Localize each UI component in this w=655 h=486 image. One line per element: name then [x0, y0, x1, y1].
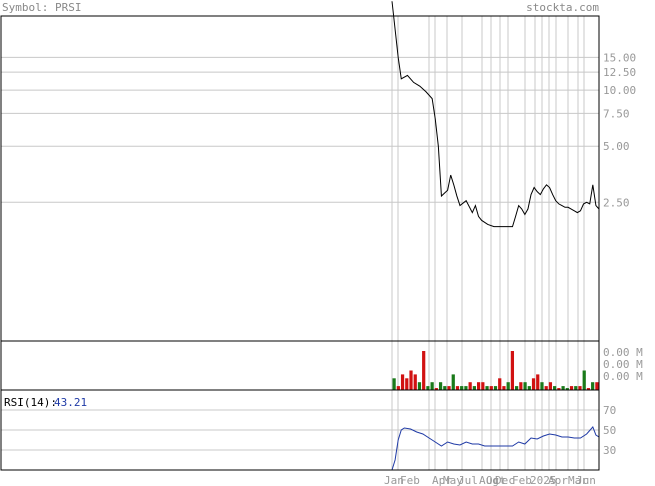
volume-bar — [464, 386, 468, 390]
volume-bar — [586, 388, 591, 390]
volume-bar — [506, 382, 510, 390]
rsi-tick-label: 30 — [603, 444, 616, 457]
volume-bar — [434, 388, 438, 390]
volume-bar — [447, 386, 451, 390]
volume-bar — [476, 382, 481, 390]
price-tick-label: 7.50 — [603, 107, 630, 120]
volume-bar — [413, 374, 417, 390]
x-tick-label: Jul — [458, 474, 478, 486]
volume-bar — [405, 378, 409, 390]
volume-panel: 0.00 M0.00 M0.00 M — [392, 346, 643, 390]
rsi-line — [391, 426, 600, 471]
volume-bar — [485, 386, 489, 390]
rsi-tick-label: 70 — [603, 404, 616, 417]
volume-bar — [531, 378, 536, 390]
x-tick-label: Feb — [512, 474, 532, 486]
rsi-tick-label: 50 — [603, 424, 616, 437]
rsi-frame — [0, 389, 600, 471]
volume-bar — [409, 370, 413, 390]
volume-bar — [519, 382, 523, 390]
volume-bar — [515, 386, 519, 390]
symbol-label: Symbol: PRSI — [2, 1, 81, 14]
price-tick-label: 12.50 — [603, 66, 636, 79]
x-tick-label: 2025 — [530, 474, 557, 486]
volume-bar — [493, 386, 498, 390]
volume-bar — [578, 386, 582, 390]
volume-bar — [498, 378, 502, 390]
x-tick-label: Apr — [548, 474, 568, 486]
price-frame — [0, 15, 600, 342]
volume-bar — [392, 378, 396, 390]
volume-bar — [595, 382, 599, 390]
x-tick-label: Jan — [384, 474, 404, 486]
price-tick-label: 10.00 — [603, 84, 636, 97]
volume-bar — [557, 388, 561, 390]
price-tick-label: 5.00 — [603, 140, 630, 153]
volume-bar — [426, 386, 430, 390]
volume-bar — [536, 374, 540, 390]
rsi-panel: RSI(14): 43.21 70 50 30 — [4, 396, 616, 471]
x-tick-label: Mar — [568, 474, 588, 486]
price-line — [391, 1, 600, 228]
volume-bar — [561, 386, 565, 390]
volume-bar — [553, 386, 557, 390]
volume-bar — [455, 386, 460, 390]
volume-tick-label: 0.00 M — [603, 358, 643, 371]
volume-tick-label: 0.00 M — [603, 346, 643, 359]
volume-bar — [569, 386, 574, 390]
volume-bar — [565, 388, 569, 390]
volume-bar — [582, 370, 586, 390]
volume-bar — [502, 386, 506, 390]
rsi-label: RSI(14): — [4, 396, 57, 409]
x-tick-label: Jun — [576, 474, 596, 486]
volume-bar — [396, 386, 400, 390]
volume-bar — [460, 386, 464, 390]
volume-bar — [468, 382, 472, 390]
volume-bar — [443, 386, 447, 390]
volume-bar — [548, 382, 553, 390]
volume-bar — [591, 382, 595, 390]
volume-bar — [472, 386, 476, 390]
rsi-value: 43.21 — [54, 396, 87, 409]
volume-bar — [510, 351, 515, 390]
price-panel: 15.00 12.50 10.00 7.50 5.00 2.50 — [391, 1, 636, 228]
price-tick-label: 2.50 — [603, 196, 630, 209]
x-tick-label: Dec — [495, 474, 515, 486]
volume-bar — [481, 382, 485, 390]
x-tick-label: Apr — [432, 474, 452, 486]
volume-bar — [438, 382, 443, 390]
x-tick-label: May — [443, 474, 463, 486]
volume-bar — [400, 374, 405, 390]
volume-bar — [544, 386, 548, 390]
grid-lines — [1, 16, 599, 470]
volume-bar — [574, 386, 578, 390]
volume-bar — [540, 382, 544, 390]
x-tick-label: Aug — [479, 474, 499, 486]
price-tick-label: 15.00 — [603, 51, 636, 64]
x-tick-label: Feb — [400, 474, 420, 486]
volume-tick-label: 0.00 M — [603, 370, 643, 383]
volume-bar — [422, 351, 426, 390]
x-tick-label: Oct — [486, 474, 506, 486]
site-label: stockta.com — [526, 1, 599, 14]
volume-bar — [430, 382, 434, 390]
volume-bar — [489, 386, 493, 390]
volume-bar — [523, 382, 527, 390]
volume-bar — [451, 374, 455, 390]
volume-bar — [417, 382, 422, 390]
volume-bar — [527, 386, 531, 390]
